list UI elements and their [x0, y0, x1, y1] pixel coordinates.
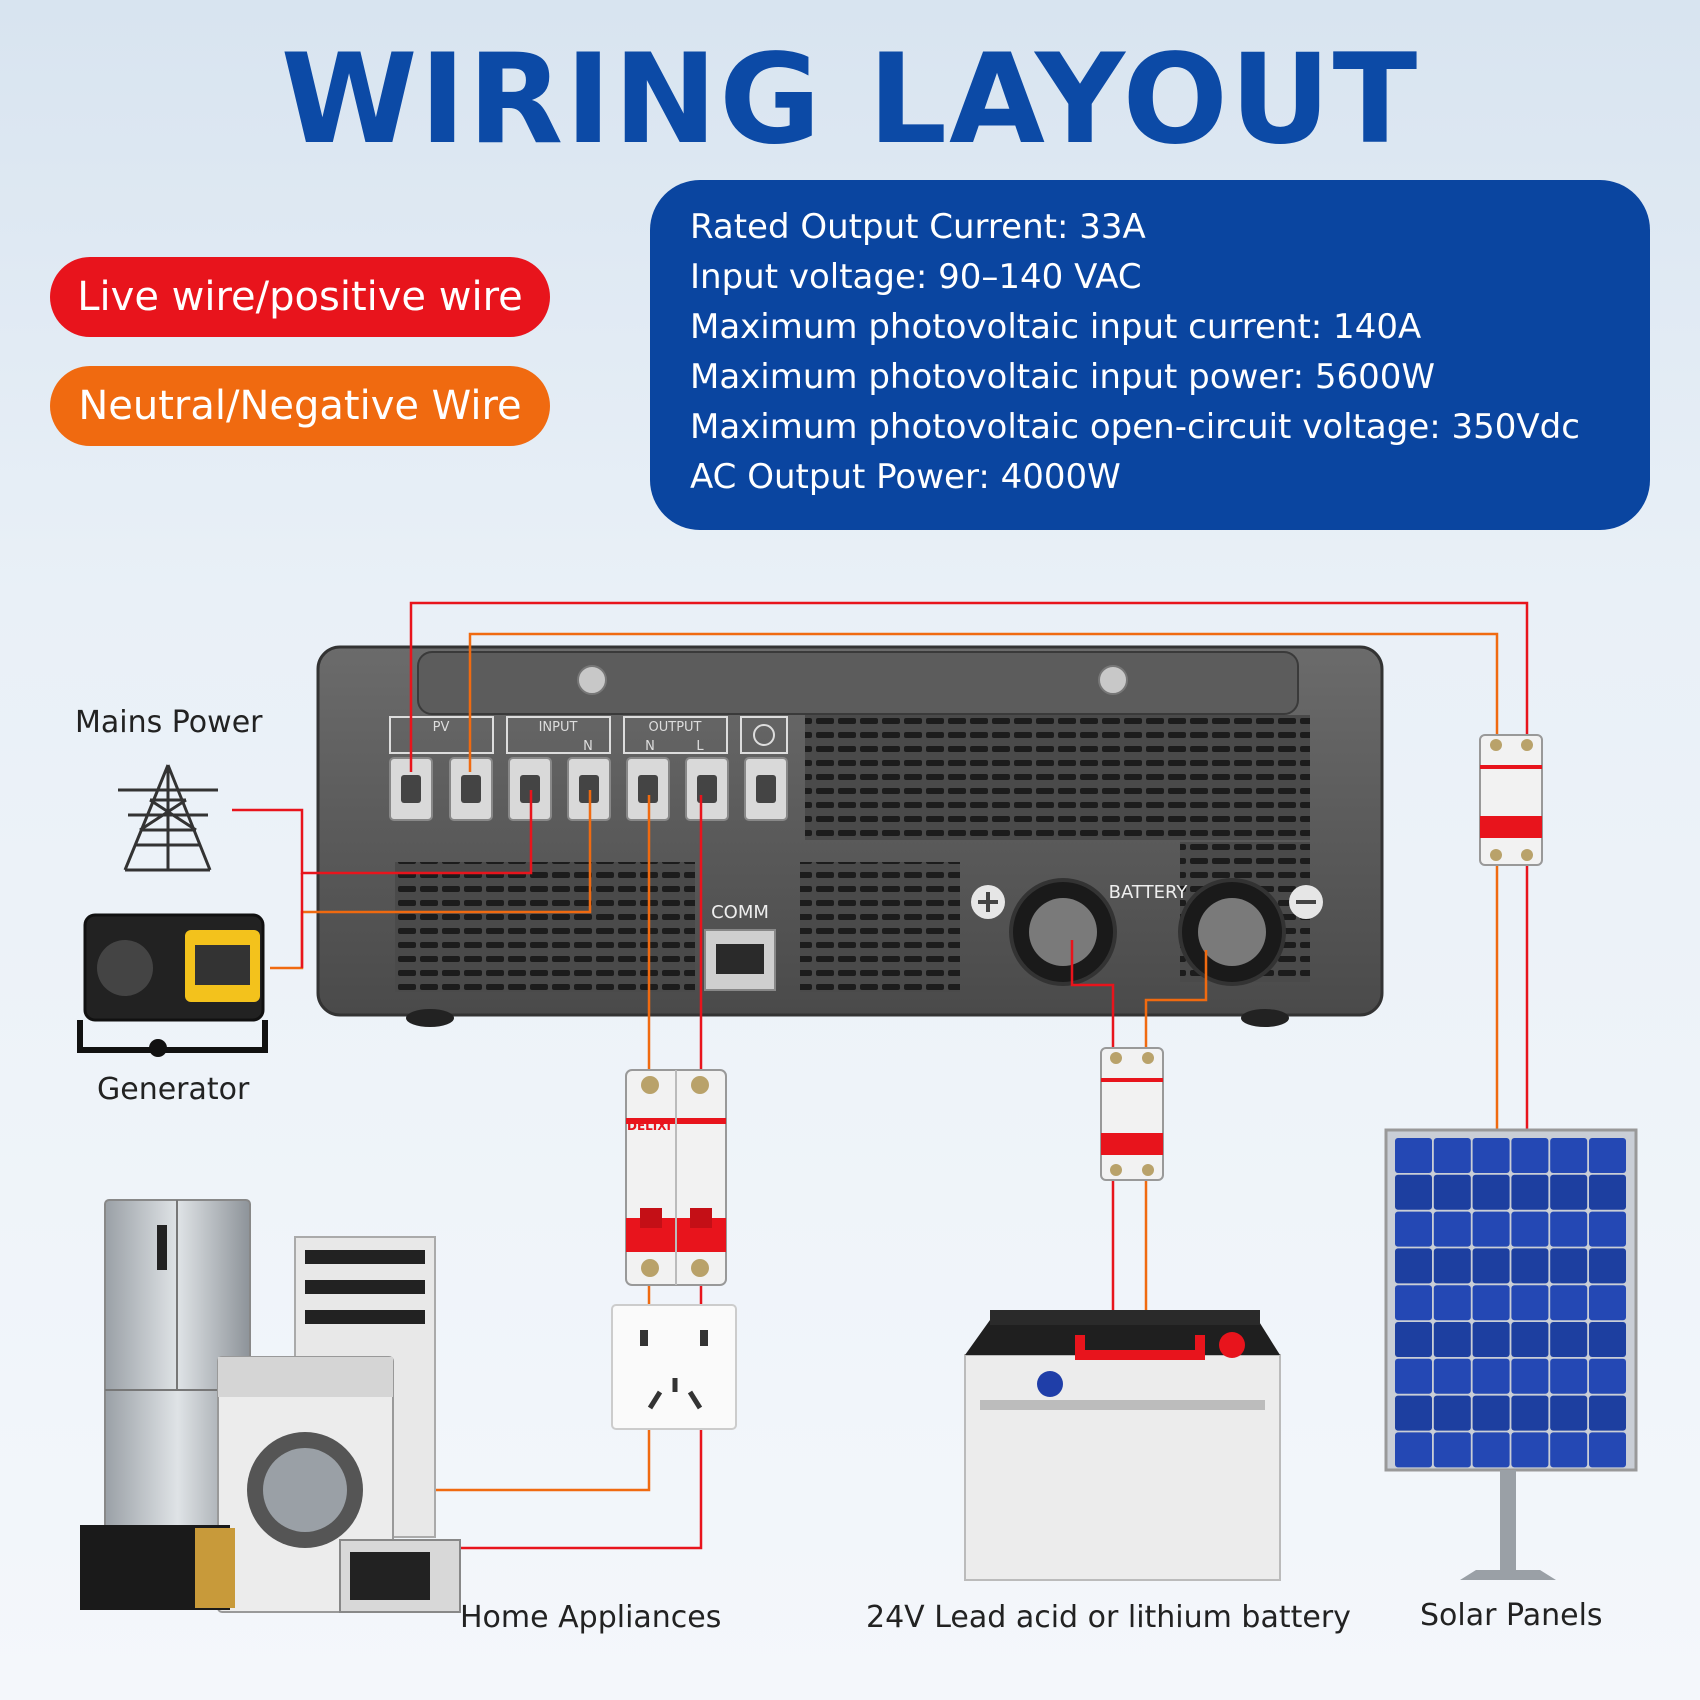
screw-icon	[577, 665, 607, 695]
solar-cell	[1589, 1174, 1626, 1210]
solar-cell	[1511, 1432, 1549, 1468]
solar-cell	[1550, 1248, 1588, 1284]
spec-line: Maximum photovoltaic open-circuit voltag…	[690, 407, 1580, 447]
solar-cell	[1472, 1138, 1510, 1173]
solar-cell	[1589, 1358, 1626, 1394]
solar-cell	[1433, 1211, 1471, 1247]
solar-cell	[1395, 1358, 1432, 1394]
solar-cell	[1589, 1285, 1626, 1321]
solar-cell	[1550, 1358, 1588, 1394]
solar-cell	[1511, 1395, 1549, 1431]
solar-cell	[1395, 1138, 1432, 1173]
inverter: PV INPUT OUTPUT N N L COMM	[316, 645, 1384, 1027]
solar-cell	[1511, 1138, 1549, 1173]
solar-cell	[1550, 1174, 1588, 1210]
solar-cell	[1472, 1395, 1510, 1431]
generator-icon	[77, 913, 268, 1057]
solar-cell	[1511, 1285, 1549, 1321]
mains-power-label: Mains Power	[75, 705, 263, 740]
solar-cell	[1511, 1358, 1549, 1394]
solar-cell	[1589, 1138, 1626, 1173]
solar-cell	[1511, 1322, 1549, 1357]
solar-cell	[1511, 1211, 1549, 1247]
solar-cell	[1433, 1174, 1471, 1210]
wall-socket	[611, 1304, 737, 1430]
power-tower-icon	[118, 764, 218, 872]
breaker-brand: DELIXI	[627, 1119, 671, 1133]
pv-label: PV	[433, 720, 450, 735]
solar-cell	[1433, 1248, 1471, 1284]
solar-cell	[1395, 1211, 1432, 1247]
battery-label: 24V Lead acid or lithium battery	[866, 1600, 1351, 1635]
solar-cell	[1433, 1138, 1471, 1173]
pv-negative-wire	[468, 632, 1499, 772]
battery-icon	[964, 1310, 1281, 1581]
solar-cell	[1472, 1174, 1510, 1210]
output-label: OUTPUT	[649, 720, 702, 735]
solar-cell	[1511, 1248, 1549, 1284]
solar-cell	[1550, 1285, 1588, 1321]
solar-panel-icon	[1384, 1128, 1638, 1580]
input-n-label: N	[583, 739, 593, 754]
spec-line: AC Output Power: 4000W	[690, 457, 1121, 497]
solar-cell	[1433, 1285, 1471, 1321]
legend-neutral-wire: Neutral/Negative Wire	[50, 366, 550, 446]
solar-cell	[1472, 1211, 1510, 1247]
solar-cell	[1433, 1322, 1471, 1357]
solar-cell	[1433, 1432, 1471, 1468]
battery-negative-wire	[1144, 950, 1208, 1050]
spec-line: Rated Output Current: 33A	[690, 207, 1146, 247]
solar-cell	[1589, 1322, 1626, 1357]
solar-cell	[1511, 1174, 1549, 1210]
legend-live-wire: Live wire/positive wire	[50, 257, 550, 337]
battery-positive-wire	[1070, 940, 1115, 1050]
solar-cell	[1395, 1248, 1432, 1284]
spec-line: Maximum photovoltaic input power: 5600W	[690, 357, 1436, 397]
solar-cell	[1395, 1432, 1432, 1468]
spec-line: Maximum photovoltaic input current: 140A	[690, 307, 1422, 347]
output-breaker: DELIXI	[625, 1069, 727, 1286]
home-appliances-icon	[80, 1199, 461, 1613]
solar-cell	[1589, 1211, 1626, 1247]
input-label: INPUT	[539, 720, 578, 735]
solar-cell	[1589, 1432, 1626, 1468]
solar-cell	[1472, 1358, 1510, 1394]
solar-cell	[1550, 1211, 1588, 1247]
ground-icon	[753, 724, 775, 746]
home-appliances-label: Home Appliances	[460, 1600, 722, 1635]
solar-cell	[1472, 1322, 1510, 1357]
solar-breaker	[1479, 734, 1543, 866]
output-n-label: N	[645, 739, 655, 754]
wires	[232, 601, 1529, 1550]
comm-label: COMM	[711, 902, 769, 923]
solar-cell	[1550, 1395, 1588, 1431]
solar-cell	[1550, 1138, 1588, 1173]
battery-breaker	[1100, 1047, 1164, 1181]
solar-panels-label: Solar Panels	[1420, 1598, 1603, 1633]
solar-cell	[1550, 1432, 1588, 1468]
screw-icon	[1098, 665, 1128, 695]
page-title: WIRING LAYOUT	[280, 28, 1420, 172]
solar-cell	[1395, 1322, 1432, 1357]
solar-cell	[1589, 1395, 1626, 1431]
solar-cell	[1589, 1248, 1626, 1284]
battery-terminal-label: BATTERY	[1109, 882, 1189, 903]
output-l-label: L	[696, 739, 704, 754]
solar-cell	[1395, 1285, 1432, 1321]
spec-line: Input voltage: 90–140 VAC	[690, 257, 1142, 297]
pv-positive-wire	[409, 601, 1529, 772]
spec-box: Rated Output Current: 33A Input voltage:…	[650, 180, 1650, 530]
solar-cell	[1433, 1395, 1471, 1431]
solar-cell	[1550, 1322, 1588, 1357]
solar-cell	[1472, 1432, 1510, 1468]
solar-cell	[1472, 1248, 1510, 1284]
solar-cell	[1395, 1174, 1432, 1210]
solar-cell	[1433, 1358, 1471, 1394]
generator-label: Generator	[97, 1072, 250, 1107]
solar-cell	[1395, 1395, 1432, 1431]
solar-cell	[1472, 1285, 1510, 1321]
